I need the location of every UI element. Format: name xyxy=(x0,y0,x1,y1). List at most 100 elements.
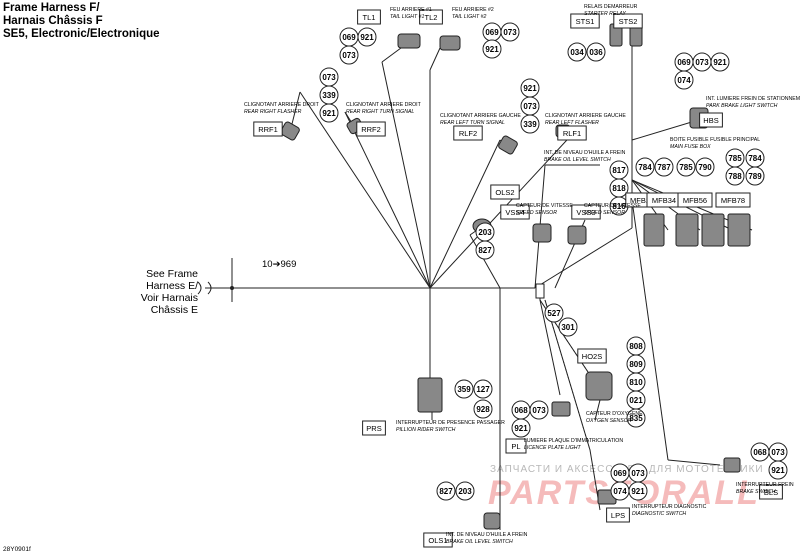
wire-number: 069 xyxy=(677,58,691,67)
wire-number-circle: 921 xyxy=(628,481,648,501)
wire-number-circle: 339 xyxy=(319,85,339,105)
connector-tag-label: HO2S xyxy=(582,352,602,361)
ols1-caption-en: BRAKE OIL LEVEL SWITCH xyxy=(446,539,513,545)
wire-number-circle: 073 xyxy=(628,463,648,483)
ols1-connector xyxy=(483,512,501,530)
rrf_turn-caption-fr: CLIGNOTANT ARRIERE DROIT xyxy=(346,102,422,108)
connector-tag-label: MFB78 xyxy=(721,196,745,205)
rlf_left-caption-en: REAR LEFT FLASHER xyxy=(545,120,599,126)
mfb56-connector xyxy=(701,213,725,247)
wire-number: 073 xyxy=(322,73,336,82)
wire-number-circle: 921 xyxy=(511,418,531,438)
see-ref-line-3: Voir Harnais xyxy=(140,292,198,304)
wire-number: 808 xyxy=(629,342,643,351)
wire-number: 921 xyxy=(523,84,537,93)
wire-number: 785 xyxy=(728,154,742,163)
wire-number: 921 xyxy=(771,466,785,475)
bls-caption-en: BRAKE SWITCH xyxy=(736,489,776,495)
vss3-caption-fr: CAPTEUR DE VITESSE xyxy=(584,203,641,209)
wire-number: 789 xyxy=(748,172,762,181)
wire-number: 785 xyxy=(679,163,693,172)
wire-number-circle: 069 xyxy=(482,22,502,42)
wire-number-circle: 810 xyxy=(626,372,646,392)
connector-tag-rlf1: RLF1 xyxy=(557,125,587,141)
tl2-connector xyxy=(439,35,461,51)
see-ref-line-1: See Frame xyxy=(146,268,198,280)
pl-caption-fr: LUMIERE PLAQUE D'IMMATRICULATION xyxy=(524,438,623,444)
connector-tag-label: BLS xyxy=(764,488,778,497)
wire-number-circle: 785 xyxy=(725,148,745,168)
connector-tag-tl1: TL1 xyxy=(357,9,381,25)
sts-caption-en: STARTER RELAY xyxy=(584,11,626,17)
connector-tag-label: MFB34 xyxy=(652,196,676,205)
connector-tag-label: OLS1 xyxy=(428,536,447,545)
wire-number-circle: 069 xyxy=(674,52,694,72)
prs-connector xyxy=(417,377,443,413)
wire-number: 034 xyxy=(570,48,584,57)
wire-number-circle: 790 xyxy=(695,157,715,177)
wire-number-circle: 301 xyxy=(558,317,578,337)
rlf_left-caption-fr: CLIGNOTANT ARRIERE GAUCHE xyxy=(545,113,626,119)
wire-number-circle: 073 xyxy=(529,400,549,420)
connector-tag-label: PL xyxy=(511,442,520,451)
diagram-title: Frame Harness F/ Harnais Châssis F SE5, … xyxy=(3,2,160,41)
connector-tag-rlf2: RLF2 xyxy=(453,125,483,141)
wire-number: 339 xyxy=(322,91,336,100)
wire-number: 021 xyxy=(629,396,643,405)
tl1-connector xyxy=(397,33,421,49)
see-ref-line-2: Harness E/ xyxy=(146,280,198,292)
wire-number-circle: 809 xyxy=(626,354,646,374)
ols2-caption-en: BRAKE OIL LEVEL SWITCH xyxy=(544,157,611,163)
lps-caption-fr: INTERRUPTEUR DIAGNOSTIC xyxy=(632,504,707,510)
wire-number: 073 xyxy=(631,469,645,478)
tl2-caption-fr: FEU ARRIERE #2 xyxy=(452,7,494,13)
connector-tag-mfb56: MFB56 xyxy=(677,192,713,208)
wire-number: 788 xyxy=(728,172,742,181)
title-line-1: Frame Harness F/ xyxy=(3,2,100,14)
wire-number: 818 xyxy=(612,184,626,193)
wire-number: 203 xyxy=(458,487,472,496)
title-line-3: SE5, Electronic/Electronique xyxy=(3,28,160,40)
rlf_turn-caption-en: REAR LEFT TURN SIGNAL xyxy=(440,120,505,126)
see-ref-line-4: Châssis E xyxy=(150,304,198,316)
connector-tag-mfb78: MFB78 xyxy=(715,192,751,208)
wire-number: 921 xyxy=(485,45,499,54)
wire-number: 790 xyxy=(698,163,712,172)
connector-tag-label: RRF1 xyxy=(258,125,278,134)
lps-caption-en: DIAGNOSTIC SWITCH xyxy=(632,511,686,517)
wire-number: 817 xyxy=(612,166,626,175)
wire-number-circle: 203 xyxy=(455,481,475,501)
connector-tag-label: VSS4 xyxy=(505,208,524,217)
wire-number: 921 xyxy=(631,487,645,496)
wire-number: 928 xyxy=(476,405,490,414)
wire-number-circle: 788 xyxy=(725,166,745,186)
wire-number-circle: 921 xyxy=(319,103,339,123)
wire-number-circle: 073 xyxy=(339,45,359,65)
connector-tag-rrf2: RRF2 xyxy=(356,121,386,137)
tl2-caption-en: TAIL LIGHT #2 xyxy=(452,14,487,20)
ho2s-caption-en: OXYGEN SENSOR xyxy=(586,418,632,424)
mfb2-connector xyxy=(643,213,665,247)
wire-number: 074 xyxy=(613,487,627,496)
pl-caption-en: LICENCE PLATE LIGHT xyxy=(524,445,582,451)
wire-number-circle: 074 xyxy=(674,70,694,90)
connector-tag-label: OLS2 xyxy=(495,188,514,197)
connector-tag-ols1: OLS1 xyxy=(423,532,453,548)
pl-connector xyxy=(551,401,571,417)
connector-tag-mfb34: MFB34 xyxy=(646,192,682,208)
wire-number: 301 xyxy=(561,323,575,332)
wire-range: 10➔969 xyxy=(262,259,297,270)
bls-connector xyxy=(723,457,741,473)
wire-number-circle: 818 xyxy=(609,178,629,198)
ho2s-connector xyxy=(585,371,613,401)
wire-number-circle: 921 xyxy=(482,39,502,59)
vss4-connector xyxy=(532,223,552,243)
wire-number-circle: 203 xyxy=(475,222,495,242)
connector-tag-label: RRF2 xyxy=(361,125,381,134)
bls-caption-fr: INTERRUPTEUR FREIN xyxy=(736,482,794,488)
connector-tag-label: MFB56 xyxy=(683,196,707,205)
wire-number-circle: 074 xyxy=(610,481,630,501)
wire-number-circle: 784 xyxy=(635,157,655,177)
rrf1-connector xyxy=(280,121,300,141)
